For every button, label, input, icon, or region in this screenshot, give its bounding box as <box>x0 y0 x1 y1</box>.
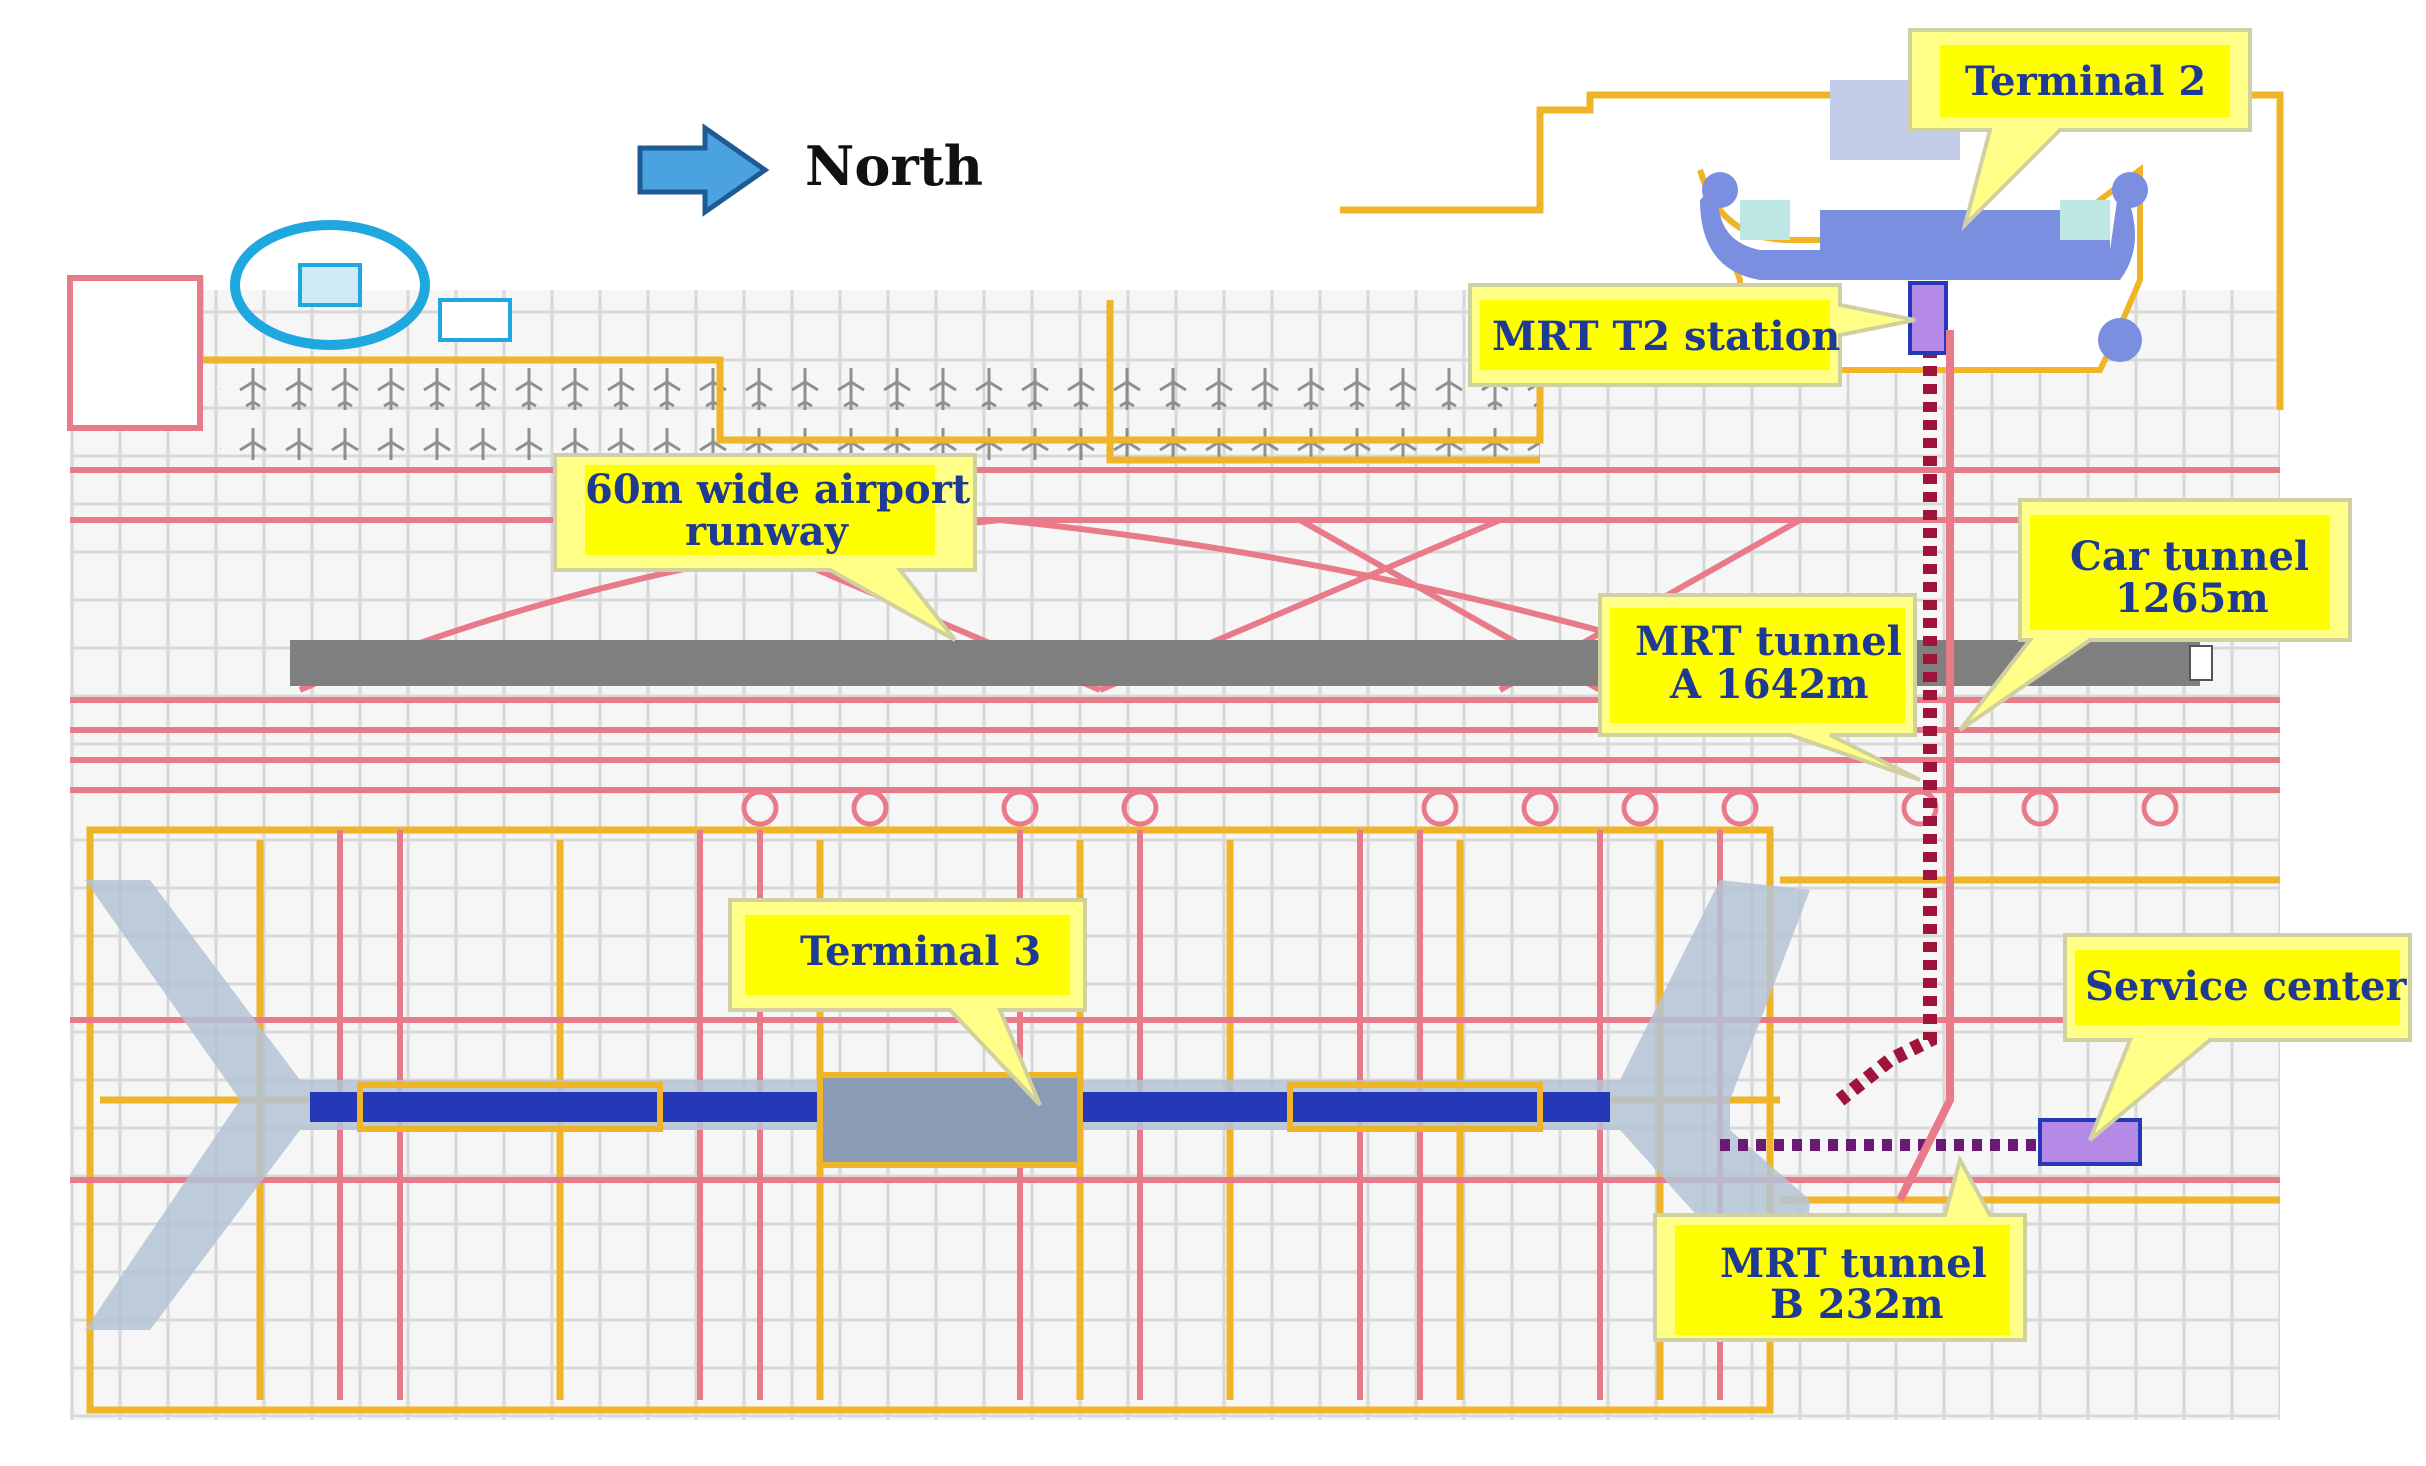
runway-end-marker <box>2189 645 2213 681</box>
callout-runway: 60m wide airport runway <box>553 453 977 642</box>
callout-terminal-2: Terminal 2 <box>1908 28 2252 232</box>
runway-label-line1: 60m wide airport <box>585 466 971 513</box>
north-arrow-icon <box>637 123 770 217</box>
west-building <box>67 275 203 431</box>
callout-terminal-3: Terminal 3 <box>728 898 1087 1107</box>
car-tunnel-line <box>1896 330 1954 1202</box>
service-center-label: Service center <box>2085 963 2407 1010</box>
callout-mrt-tunnel-b: MRT tunnel B 232m <box>1653 1154 2027 1342</box>
mrt-tunnel-b-label-line2: B 232m <box>1770 1281 1944 1328</box>
north-label: North <box>805 134 983 198</box>
callout-mrt-t2-station: MRT T2 station <box>1468 283 1916 387</box>
terminal-3-building <box>85 880 1810 1330</box>
mrt-tunnel-a-label-line2: A 1642m <box>1669 661 1869 708</box>
mrt-tunnel-b-label-line1: MRT tunnel <box>1720 1240 1987 1287</box>
callout-mrt-tunnel-a: MRT tunnel A 1642m <box>1598 593 1921 782</box>
callout-service-center: Service center <box>2063 933 2412 1142</box>
car-tunnel-label-line1: Car tunnel <box>2070 533 2309 580</box>
car-tunnel-label-line2: 1265m <box>2115 575 2269 622</box>
terminal-2-label: Terminal 2 <box>1965 58 2206 105</box>
terminal-3-label: Terminal 3 <box>800 928 1041 975</box>
callout-car-tunnel: Car tunnel 1265m <box>1958 498 2352 732</box>
service-center-marker <box>2038 1118 2142 1166</box>
mrt-t2-station-label: MRT T2 station <box>1492 313 1840 360</box>
taxiway-loops <box>741 789 2179 827</box>
runway-label-line2: runway <box>685 508 850 555</box>
mrt-t2-station-marker <box>1908 281 1948 355</box>
west-pier <box>230 220 512 350</box>
mrt-tunnel-a-label-line1: MRT tunnel <box>1635 618 1902 665</box>
